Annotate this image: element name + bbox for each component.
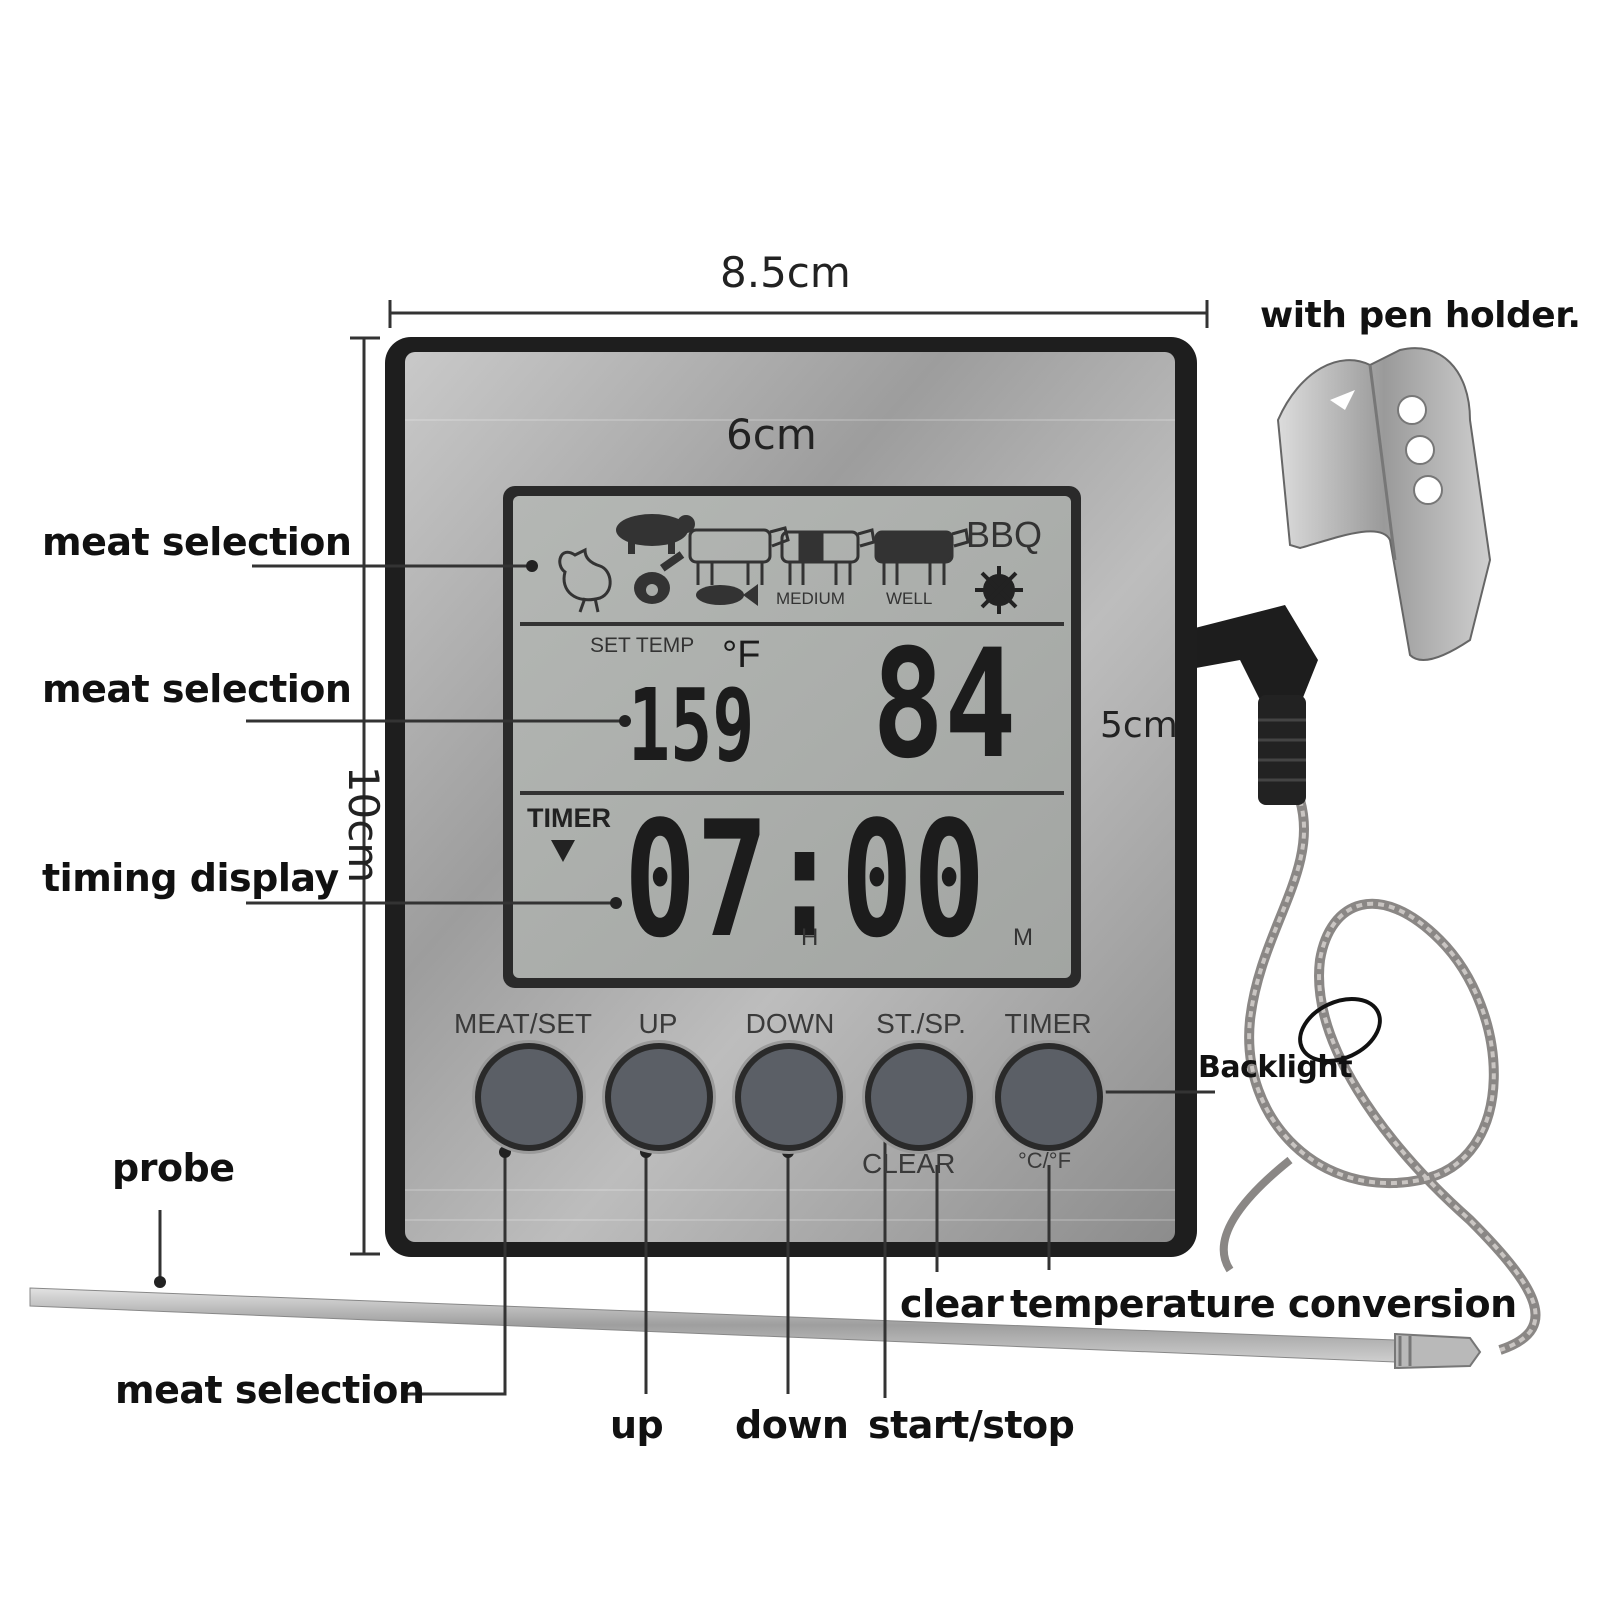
well-label: WELL [886, 589, 933, 608]
callout-probe: probe [112, 1146, 235, 1190]
callout-meat-selection-3: meat selection [115, 1368, 425, 1412]
callout-clear: clear [900, 1282, 1004, 1326]
timer-label: TIMER [527, 803, 611, 833]
height-dimension-label: 10cm [339, 765, 389, 884]
medium-label: MEDIUM [776, 589, 845, 608]
width-dimension-label: 8.5cm [720, 248, 851, 297]
hours-unit: H [801, 924, 819, 951]
callout-down: down [735, 1403, 849, 1447]
down-button[interactable] [735, 1043, 843, 1151]
screen-height-dimension-label: 5cm [1100, 705, 1178, 746]
sun-icon [975, 566, 1023, 614]
meat-set-button[interactable] [475, 1043, 583, 1151]
fish-icon [696, 584, 758, 606]
cow-medium-icon [780, 528, 876, 585]
timer-button-label: TIMER [1004, 1008, 1092, 1039]
device-case [385, 337, 1197, 1257]
probe-rod [29, 1287, 1482, 1370]
callout-lines [158, 564, 1215, 1398]
start-stop-button[interactable] [865, 1043, 973, 1151]
clear-sublabel: CLEAR [862, 1148, 956, 1179]
set-temp-label: SET TEMP [590, 634, 695, 657]
up-button[interactable] [605, 1043, 713, 1151]
timer-button[interactable] [995, 1043, 1103, 1151]
current-temp-value: 84 [872, 618, 1017, 792]
callout-meat-selection-2: meat selection [42, 667, 352, 711]
set-temp-value: 159 [628, 667, 755, 784]
up-button-label: UP [638, 1008, 678, 1039]
temperature-unit: °F [722, 634, 761, 676]
cow-well-icon [874, 528, 970, 585]
meat-set-button-label: MEAT/SET [454, 1008, 592, 1039]
callout-start-stop: start/stop [868, 1403, 1075, 1447]
callout-up: up [610, 1403, 664, 1447]
callout-backlight: Backlight [1198, 1050, 1353, 1085]
start-stop-button-label: ST./SP. [876, 1008, 966, 1039]
pig-icon [616, 514, 695, 554]
accessory-label: with pen holder. [1260, 295, 1581, 336]
callout-timing-display: timing display [42, 856, 339, 900]
ham-icon [634, 551, 685, 604]
down-button-label: DOWN [745, 1008, 835, 1039]
chicken-icon [558, 547, 612, 613]
screen-width-dimension-label: 6cm [726, 410, 817, 459]
cow-icon [688, 526, 790, 585]
callout-temperature-conversion: temperature conversion [1010, 1282, 1517, 1326]
timer-value: 07:00 [624, 786, 986, 973]
timer-down-arrow-icon [551, 840, 575, 862]
connector-plug [1195, 605, 1318, 805]
pen-holder-clip [1276, 347, 1492, 661]
minutes-unit: M [1013, 924, 1033, 951]
callout-meat-selection-1: meat selection [42, 520, 352, 564]
bbq-label: BBQ [966, 514, 1043, 555]
probe-cable [1219, 798, 1541, 1355]
unit-toggle-sublabel: °C/°F [1018, 1148, 1072, 1173]
